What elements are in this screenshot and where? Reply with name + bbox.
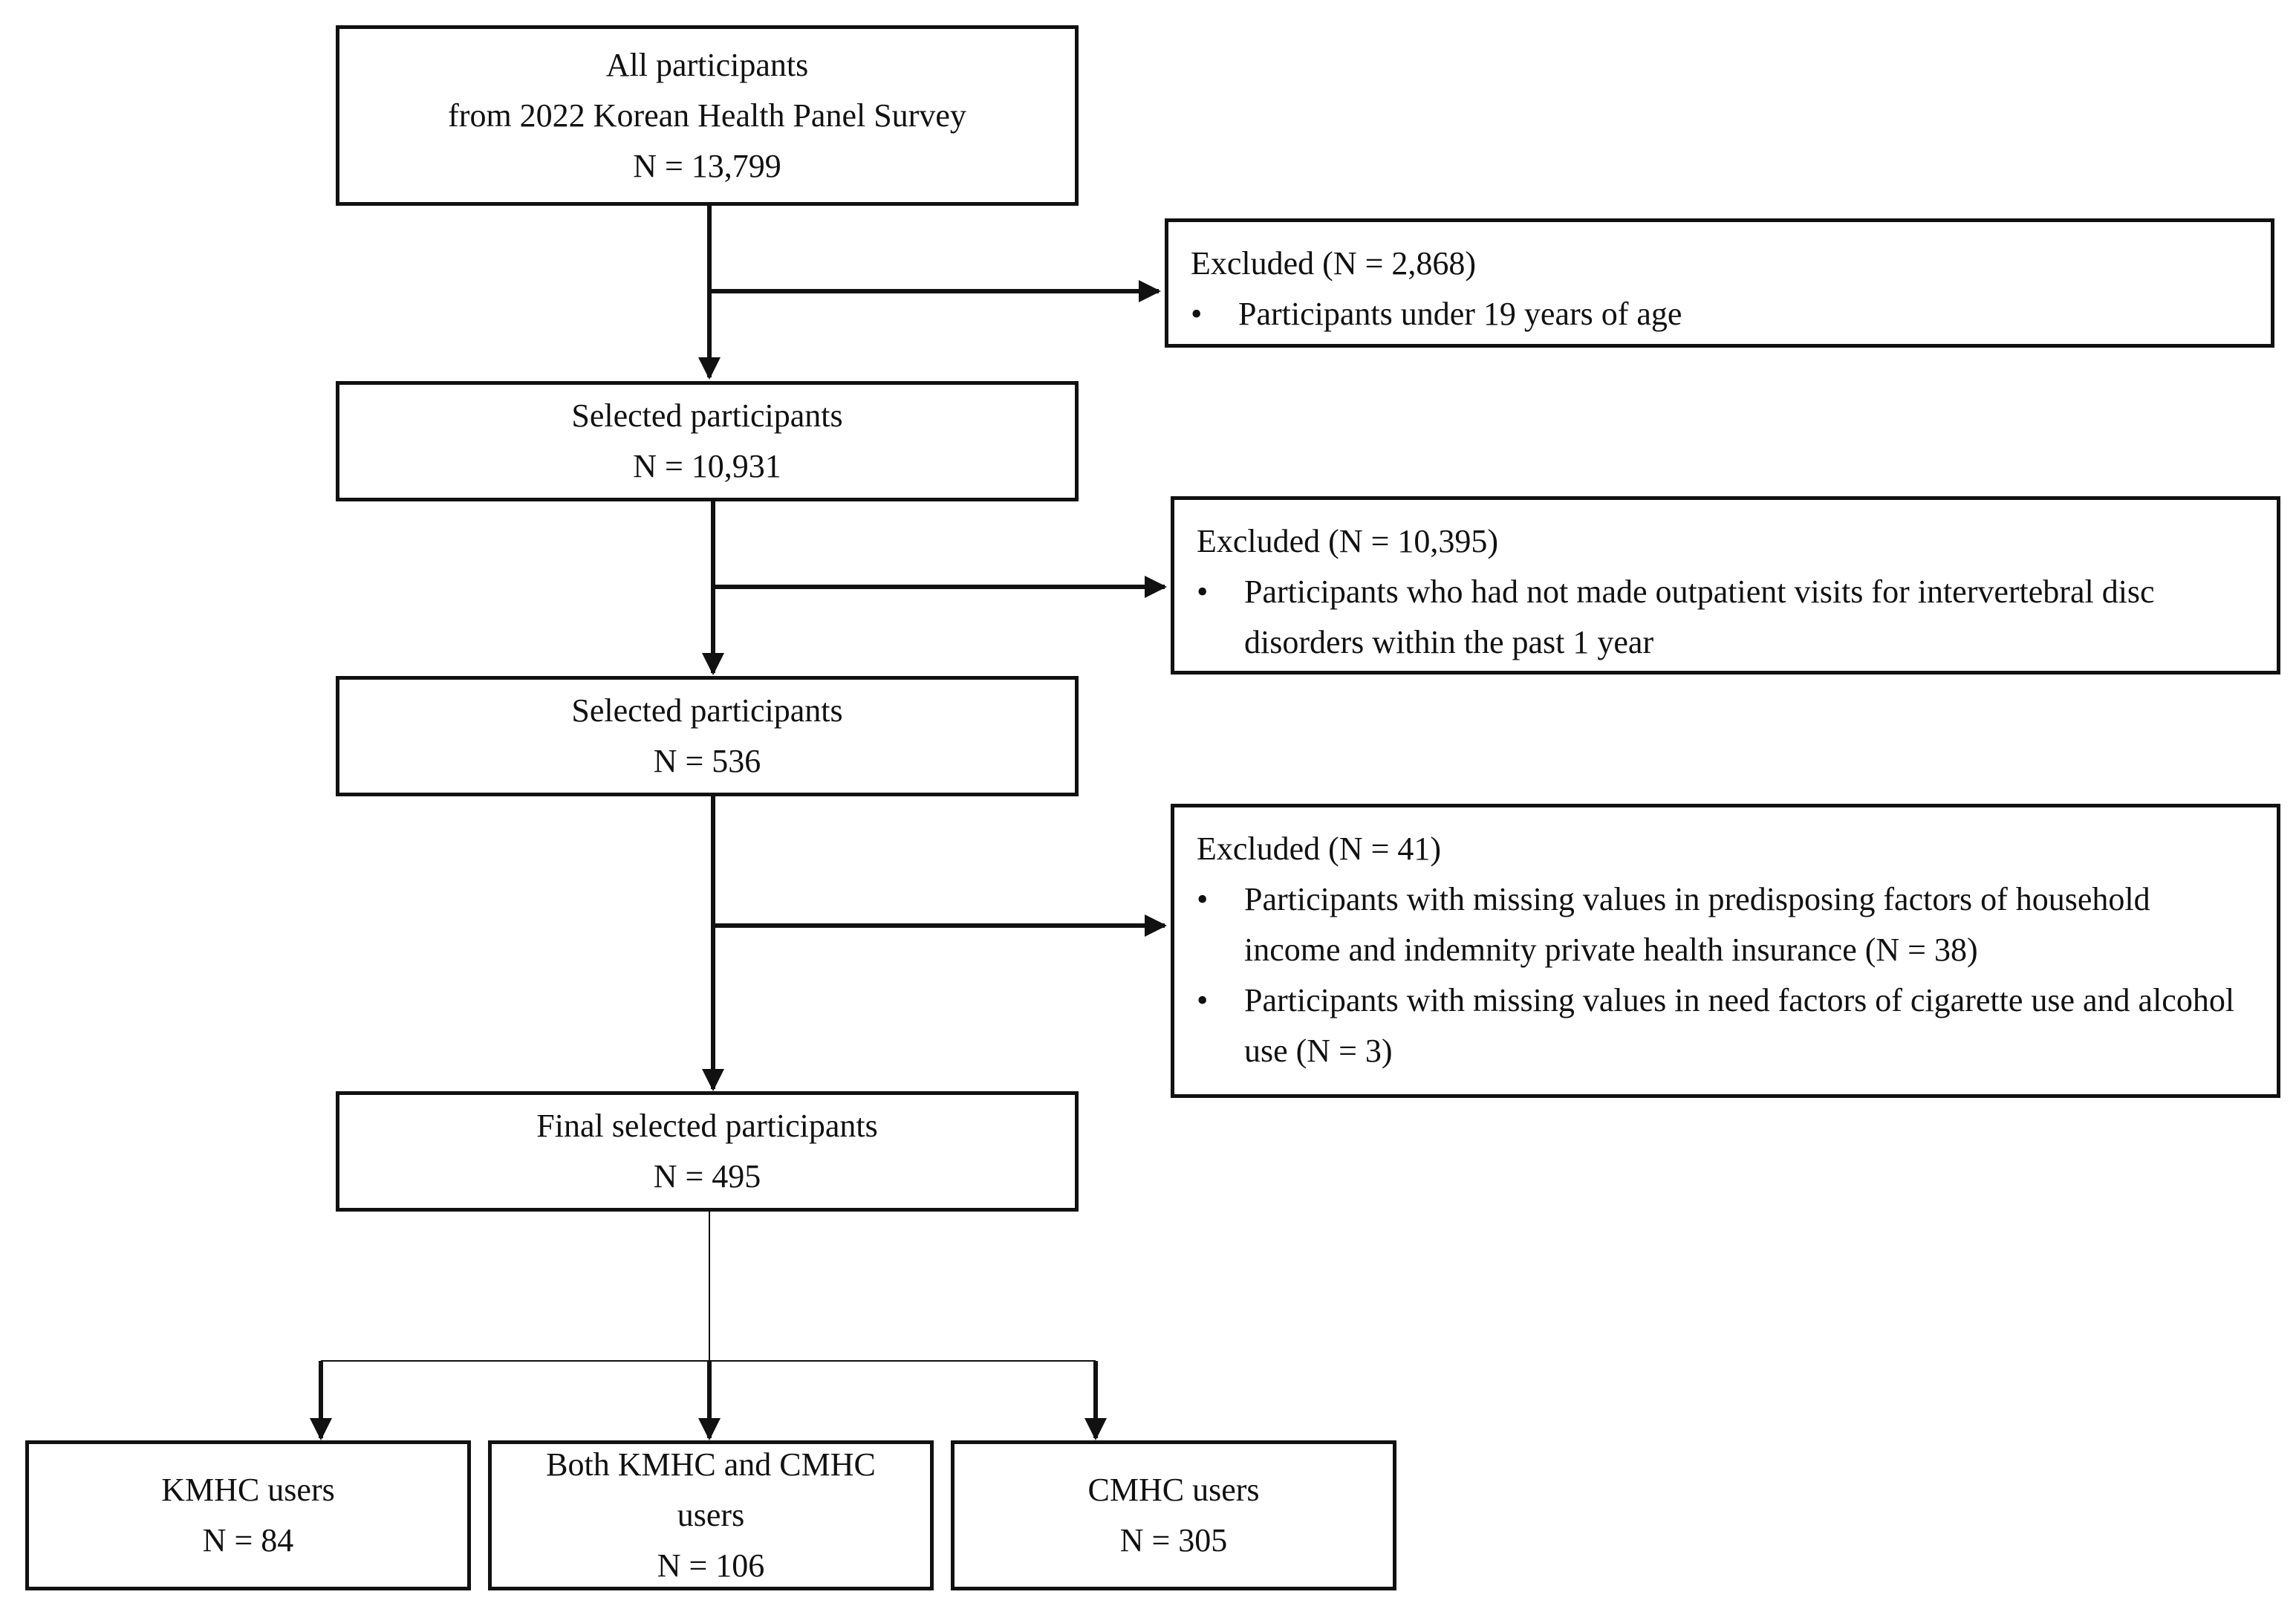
excluded-box-3: Excluded (N = 41) • Participants with mi… <box>1171 804 2280 1098</box>
excluded-3-bullet-2: • Participants with missing values in ne… <box>1197 975 2254 1076</box>
excluded-1-header: Excluded (N = 2,868) <box>1191 245 1477 282</box>
cmhc-users-box: CMHC users N = 305 <box>951 1440 1396 1590</box>
all-participants-title: All participants <box>605 46 809 83</box>
selected-participants-2-title: Selected participants <box>571 692 843 729</box>
selected-participants-box-2: Selected participants N = 536 <box>336 676 1079 796</box>
excluded-1-bullet: • Participants under 19 years of age <box>1191 289 2248 339</box>
kmhc-users-title: KMHC users <box>161 1472 335 1508</box>
final-participants-box: Final selected participants N = 495 <box>336 1091 1079 1212</box>
kmhc-users-count: N = 84 <box>202 1522 294 1558</box>
both-users-title-1: Both KMHC and CMHC <box>546 1446 876 1483</box>
all-participants-source: from 2022 Korean Health Panel Survey <box>448 97 966 134</box>
excluded-box-1: Excluded (N = 2,868) • Participants unde… <box>1165 218 2274 348</box>
all-participants-box: All participants from 2022 Korean Health… <box>336 25 1079 206</box>
kmhc-users-box: KMHC users N = 84 <box>25 1440 471 1590</box>
selected-participants-1-title: Selected participants <box>571 397 843 434</box>
bullet-dot: • <box>1197 573 1209 610</box>
bullet-dot: • <box>1197 982 1209 1018</box>
both-users-box: Both KMHC and CMHC users N = 106 <box>488 1440 934 1590</box>
selected-participants-1-count: N = 10,931 <box>633 448 781 484</box>
excluded-3-bullet-1: • Participants with missing values in pr… <box>1197 874 2254 975</box>
excluded-3-reason-2: Participants with missing values in need… <box>1244 982 2235 1069</box>
selected-participants-2-count: N = 536 <box>653 743 761 779</box>
both-users-count: N = 106 <box>657 1547 765 1584</box>
excluded-2-header: Excluded (N = 10,395) <box>1197 523 1499 559</box>
final-participants-title: Final selected participants <box>536 1108 878 1144</box>
all-participants-count: N = 13,799 <box>633 147 781 184</box>
excluded-box-2: Excluded (N = 10,395) • Participants who… <box>1171 496 2280 675</box>
excluded-1-reason: Participants under 19 years of age <box>1238 296 1682 332</box>
bullet-dot: • <box>1197 881 1209 917</box>
cmhc-users-count: N = 305 <box>1119 1522 1228 1558</box>
both-users-title-2: users <box>677 1497 745 1533</box>
excluded-3-header: Excluded (N = 41) <box>1197 830 1442 867</box>
bullet-dot: • <box>1191 296 1203 332</box>
excluded-2-reason: Participants who had not made outpatient… <box>1244 573 2155 660</box>
final-participants-count: N = 495 <box>653 1158 761 1194</box>
selected-participants-box-1: Selected participants N = 10,931 <box>336 381 1079 501</box>
excluded-2-bullet: • Participants who had not made outpatie… <box>1197 567 2254 668</box>
excluded-3-reason-1: Participants with missing values in pred… <box>1244 881 2150 968</box>
cmhc-users-title: CMHC users <box>1087 1472 1260 1508</box>
